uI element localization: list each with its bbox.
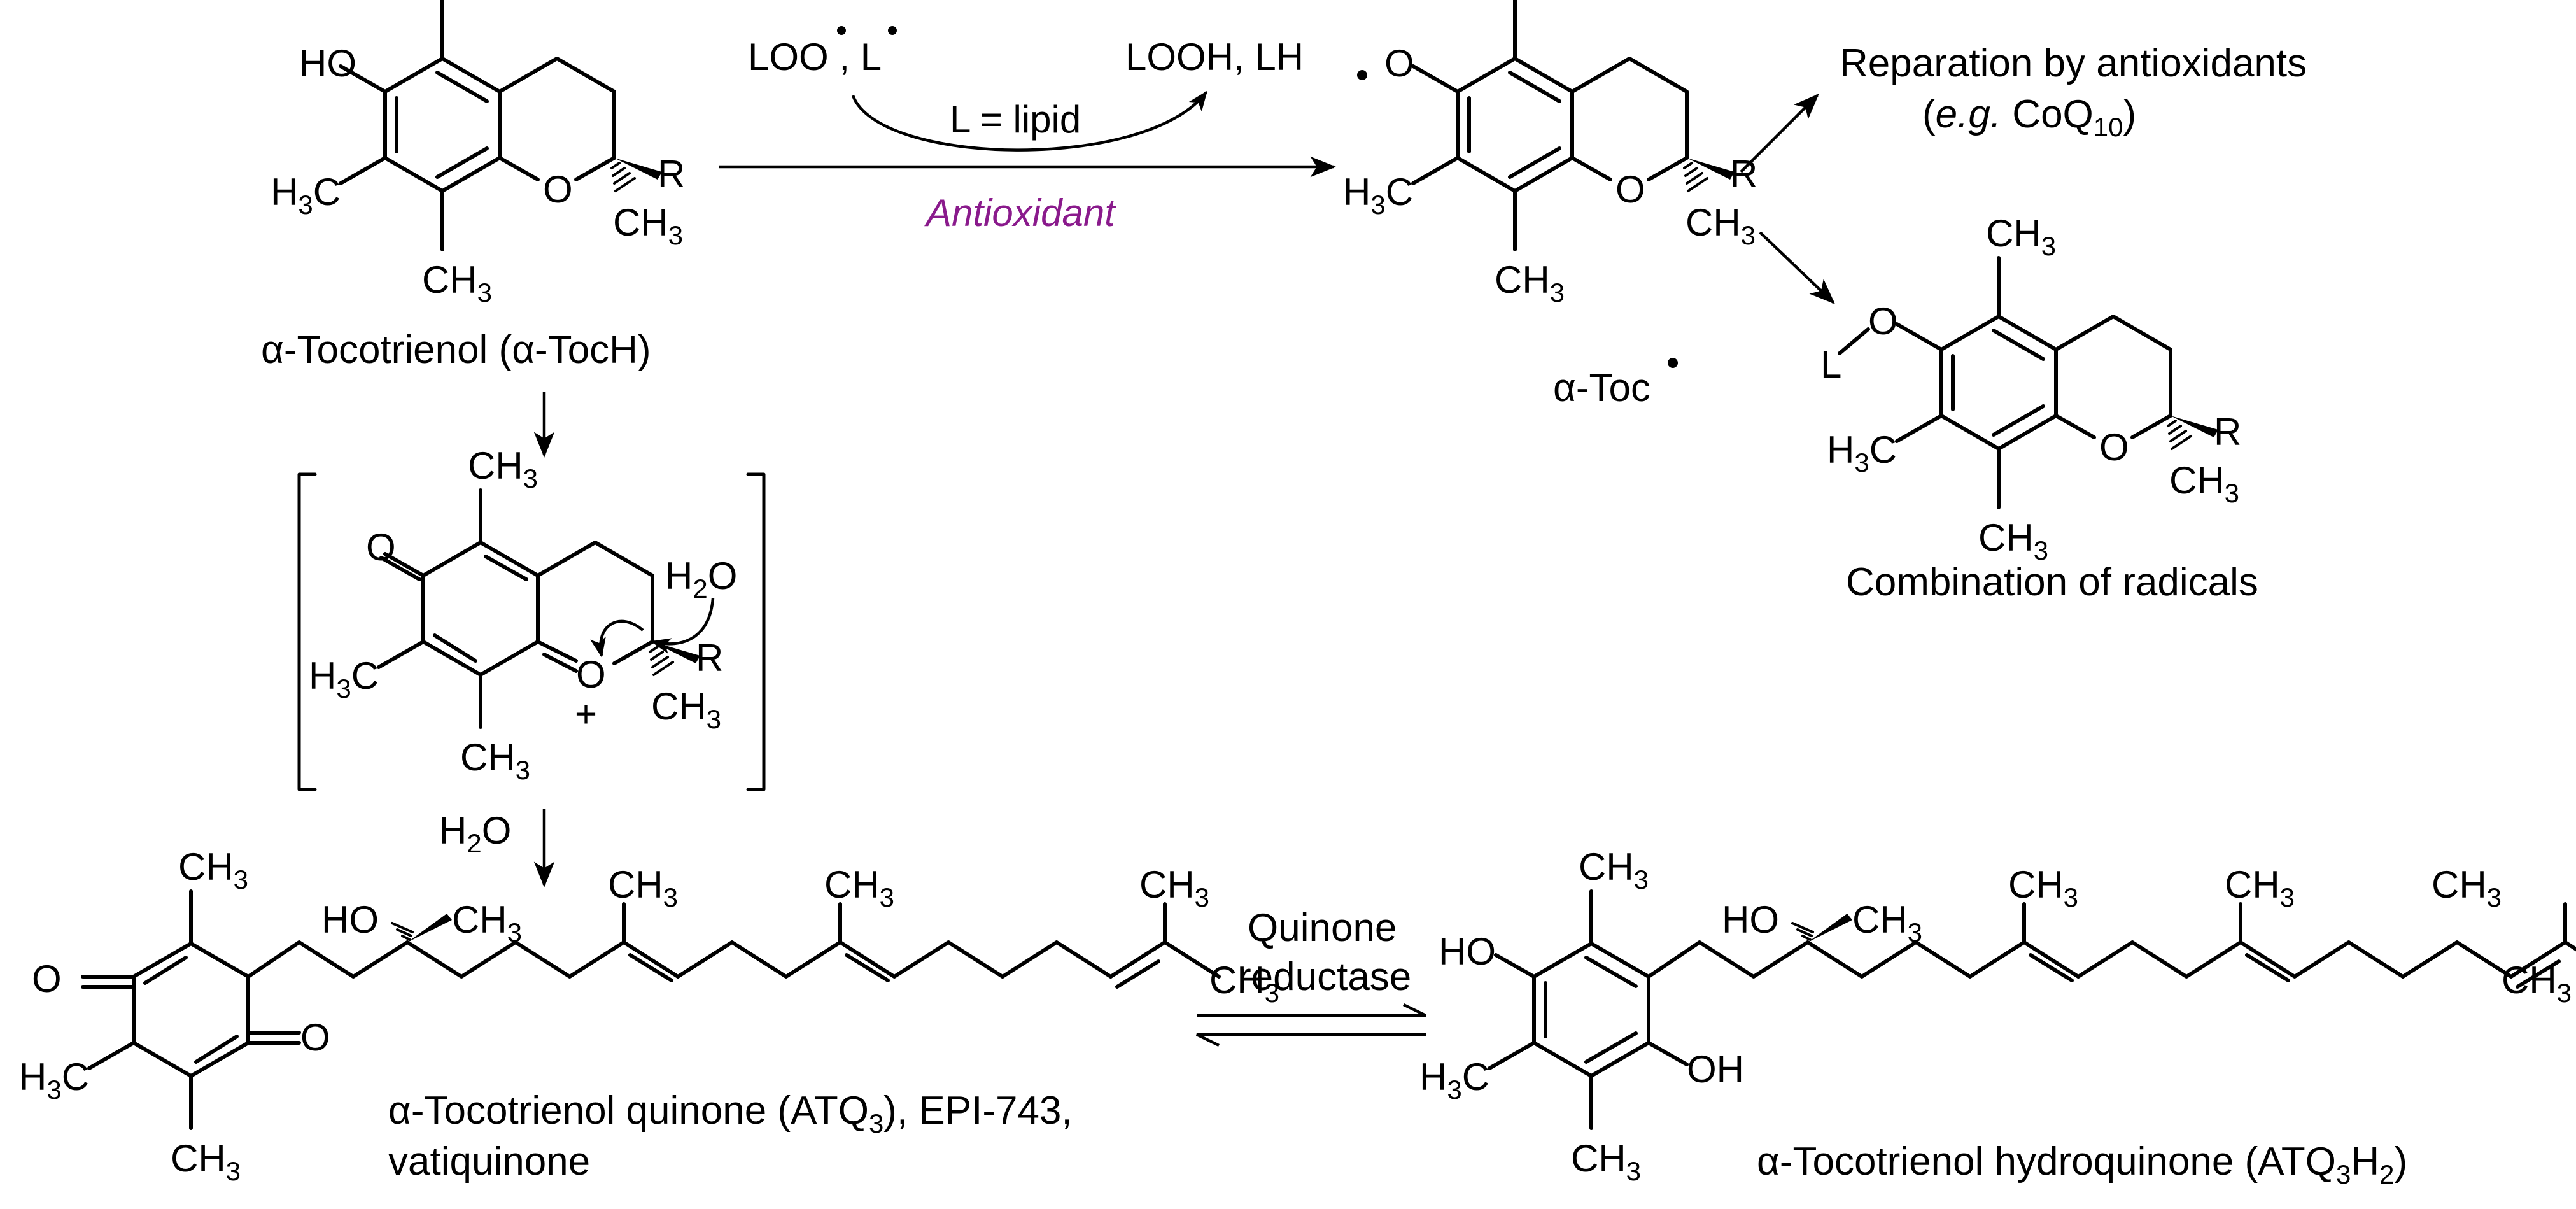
- radical-me-top: CH3: [1502, 0, 1572, 3]
- label-water-hydrolysis: H2O: [439, 809, 511, 858]
- hydroquinone-structure: HO OH CH3 H3C CH3 HO CH3 CH3 CH3 CH3 CH3: [1419, 845, 2576, 1186]
- arrow-reparation: [1740, 94, 1819, 173]
- hq-me-left: H3C: [1419, 1056, 1489, 1105]
- quinone-structure: O O CH3 H3C CH3 HO CH3 CH3 CH3 CH3 CH3: [19, 845, 1279, 1186]
- quinone-me-top: CH3: [178, 845, 248, 894]
- int-me-top: CH3: [468, 444, 538, 493]
- intermediate-bracket: [297, 472, 766, 791]
- intermediate-structure: O CH3 H3C CH3 O + R CH3 H2O: [309, 444, 737, 785]
- int-oxonium-o: O: [576, 653, 606, 696]
- quinone-me-left: H3C: [19, 1056, 89, 1105]
- arrow-combination: [1759, 231, 1835, 304]
- radical-dot-caption: [1668, 358, 1678, 368]
- radical-dot-loo: [837, 26, 846, 35]
- int-r: R: [696, 637, 723, 679]
- hq-oh: OH: [1687, 1048, 1744, 1091]
- toch-me-c2: CH3: [613, 201, 683, 250]
- caption-quinone-1: α-Tocotrienol quinone (ATQ3), EPI-743,: [388, 1089, 1073, 1138]
- alpha-toch-structure: HO CH3 H3C CH3 O R CH3: [271, 0, 685, 308]
- radical-me-bottom: CH3: [1495, 258, 1565, 308]
- enzyme-label-2: reductase: [1238, 955, 1411, 999]
- label-radicals: LOO , L: [748, 36, 882, 78]
- toch-me-left: H3C: [271, 171, 341, 220]
- quinone-me-chain1: CH3: [608, 863, 678, 912]
- caption-reparation-1: Reparation by antioxidants: [1840, 41, 2307, 85]
- alpha-toc-radical-structure: O CH3 H3C CH3 O R CH3: [1343, 0, 1757, 308]
- hq-me-chain2: CH3: [2225, 863, 2295, 912]
- int-me-bottom: CH3: [460, 736, 530, 785]
- toch-r: R: [658, 153, 685, 195]
- hq-me-chiral: CH3: [1852, 898, 1922, 947]
- quinone-me-chain2: CH3: [824, 863, 894, 912]
- hq-ho: HO: [1439, 930, 1496, 973]
- quinone-me-chain4: CH3: [1209, 959, 1279, 1008]
- quinone-me-chain3: CH3: [1139, 863, 1209, 912]
- quinone-o-bottom: O: [300, 1016, 330, 1059]
- int-plus: +: [575, 693, 597, 735]
- hq-me-chain1: CH3: [2008, 863, 2078, 912]
- caption-hydroquinone: α-Tocotrienol hydroquinone (ATQ3H2): [1757, 1140, 2407, 1189]
- hq-chiral-ho: HO: [1722, 898, 1779, 941]
- combo-me-c2: CH3: [2169, 459, 2239, 508]
- combo-me-left: H3C: [1827, 428, 1897, 477]
- combo-me-bottom: CH3: [1978, 516, 2048, 565]
- toch-me-top: CH3: [430, 0, 500, 3]
- radical-o: O: [1384, 42, 1414, 85]
- int-me-c2: CH3: [651, 685, 721, 734]
- radical-dot-o: [1357, 70, 1367, 80]
- curved-arrow-reagents: [851, 90, 1207, 152]
- hq-me-chain4: CH3: [2502, 959, 2572, 1008]
- enzyme-label-1: Quinone: [1248, 906, 1397, 950]
- radical-ring-o: O: [1615, 168, 1645, 211]
- toch-ring-o: O: [543, 168, 573, 211]
- quinone-o-top: O: [32, 958, 62, 1000]
- int-carbonyl-o: O: [366, 526, 396, 569]
- combo-o: O: [1868, 300, 1898, 343]
- quinone-me-chiral: CH3: [452, 898, 522, 947]
- combo-me-top: CH3: [1986, 212, 2056, 261]
- quinone-me-bottom: CH3: [171, 1137, 241, 1186]
- hq-me-top: CH3: [1579, 845, 1649, 894]
- combo-r: R: [2214, 411, 2241, 453]
- toch-ho: HO: [299, 42, 356, 85]
- caption-reparation-2: (e.g. CoQ10): [1922, 92, 2136, 142]
- combination-product-structure: O L CH3 H3C CH3 O R CH3: [1820, 212, 2241, 565]
- caption-toch: α-Tocotrienol (α-TocH): [261, 328, 651, 372]
- equilibrium-arrows: [1196, 1003, 1426, 1047]
- label-products: LOOH, LH: [1125, 36, 1304, 78]
- caption-quinone-2: vatiquinone: [388, 1140, 590, 1184]
- radical-dot-l: [888, 26, 897, 35]
- caption-toc-radical: α-Toc: [1553, 366, 1650, 410]
- label-antioxidant: Antioxidant: [924, 192, 1116, 234]
- label-lipid: L = lipid: [950, 98, 1081, 141]
- hq-me-chain3: CH3: [2432, 863, 2502, 912]
- combo-ring-o: O: [2099, 426, 2129, 469]
- caption-combination: Combination of radicals: [1846, 560, 2258, 604]
- radical-me-c2: CH3: [1686, 201, 1756, 250]
- hq-me-bottom: CH3: [1571, 1137, 1641, 1186]
- combo-l: L: [1820, 343, 1841, 386]
- int-me-left: H3C: [309, 654, 379, 703]
- quinone-ho: HO: [321, 898, 379, 941]
- toch-me-bottom: CH3: [422, 258, 492, 308]
- int-water: H2O: [665, 555, 737, 604]
- radical-me-left: H3C: [1343, 171, 1413, 220]
